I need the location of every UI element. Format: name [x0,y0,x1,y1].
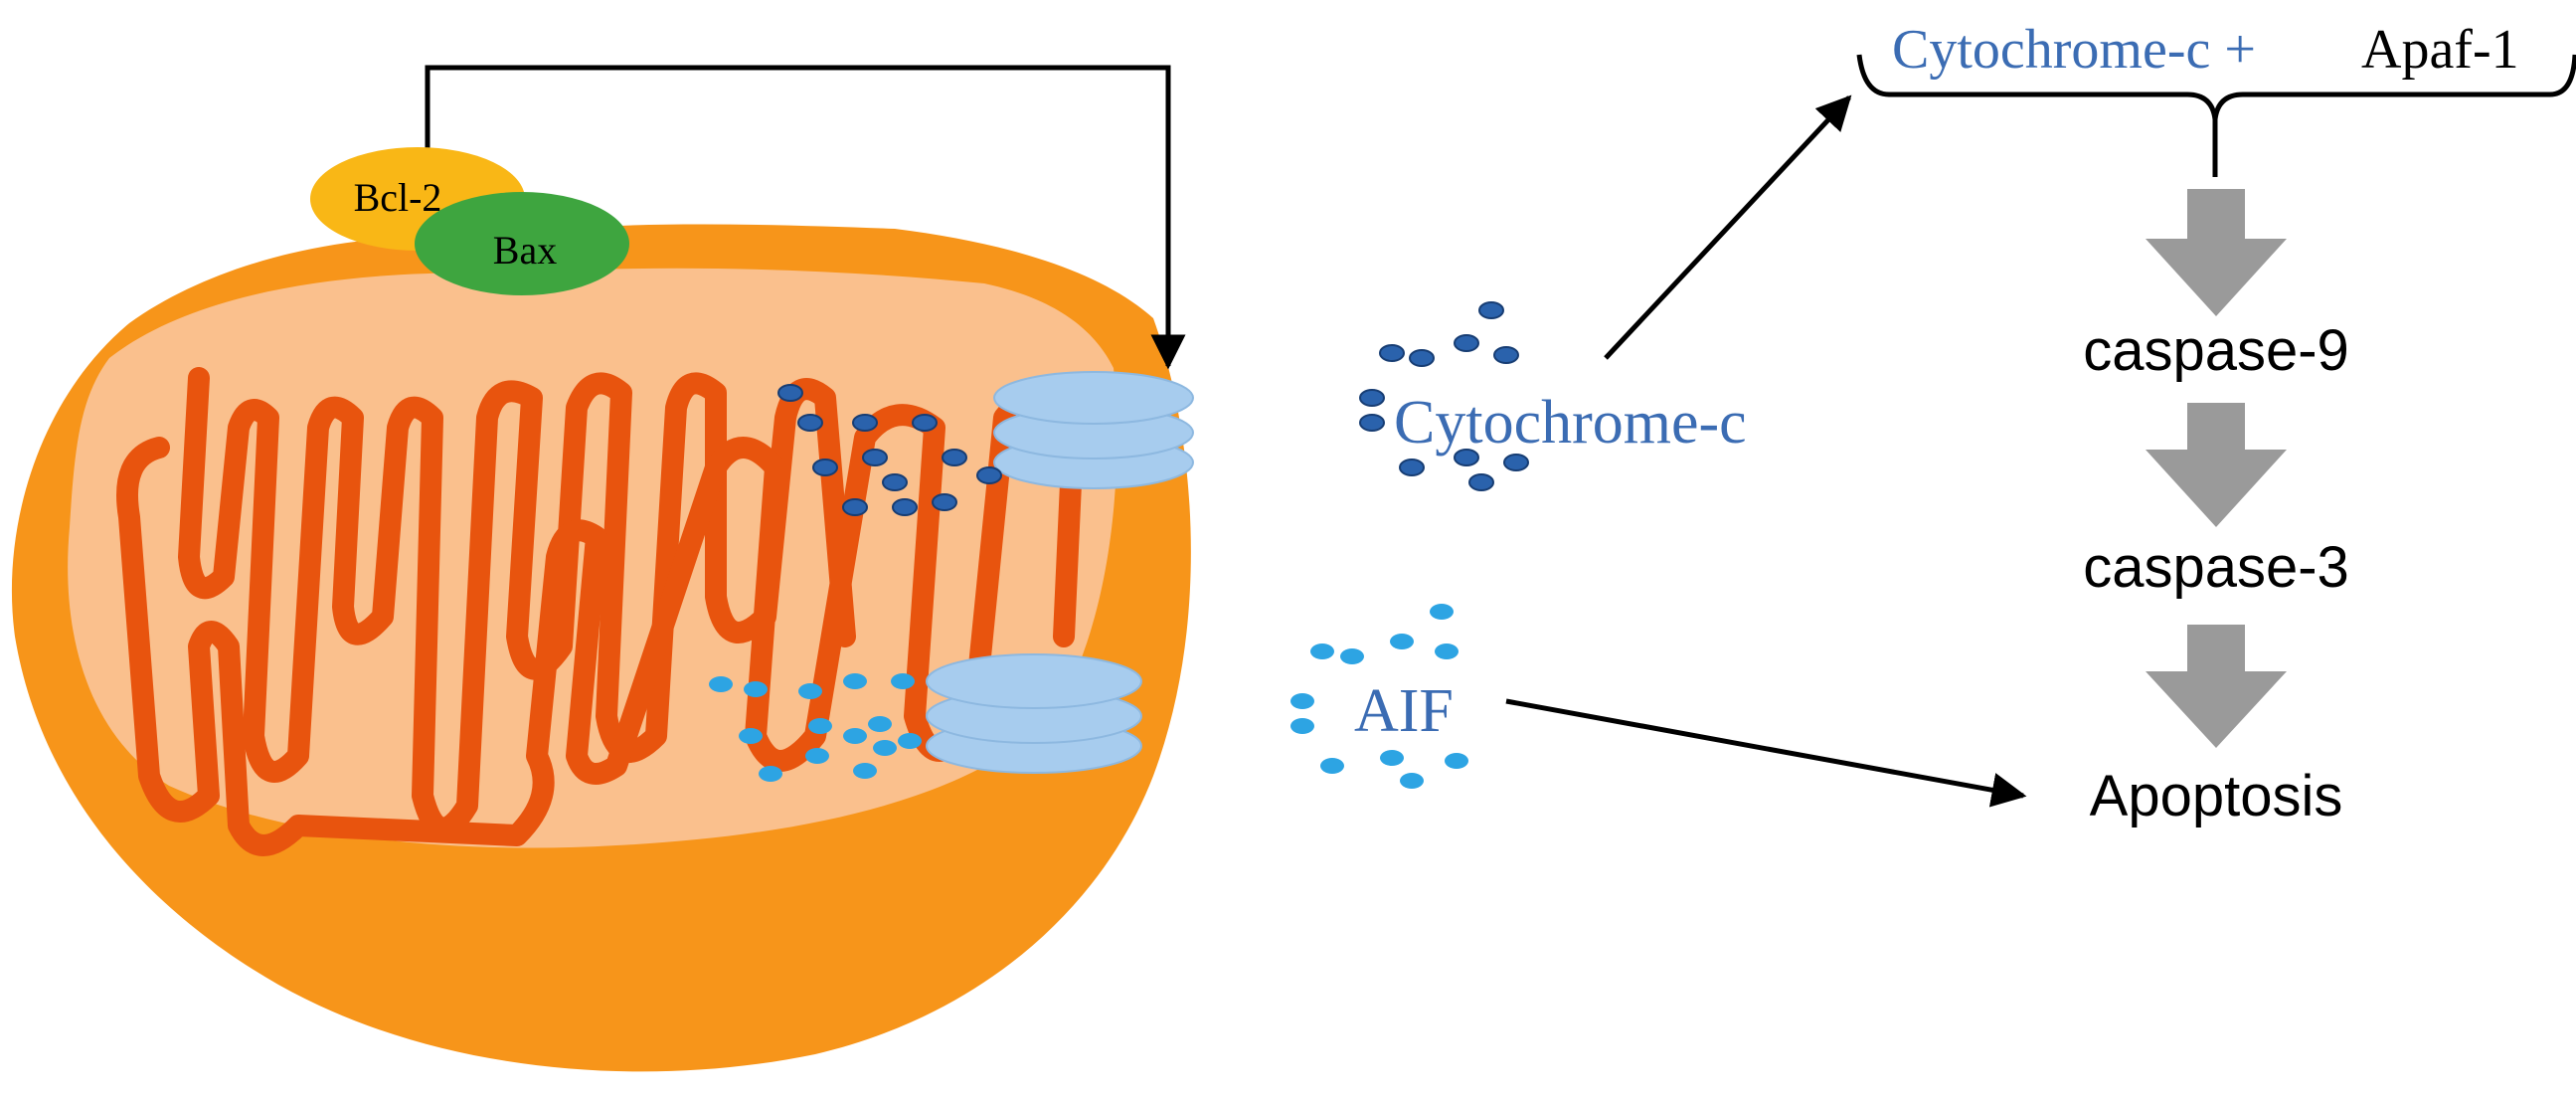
cytochrome-to-complex-arrow [1604,94,1852,360]
apoptosis-label: Apoptosis [2090,764,2343,828]
flow-arrow-2 [2146,403,2287,527]
mitochondrion-cristae-lower [116,387,1085,856]
flow-arrow-3 [2146,625,2287,748]
bcl2-label: Bcl-2 [354,175,442,220]
aif-pore [926,653,1142,774]
cytochrome-dots [777,301,1529,516]
complex-brace [1856,54,2576,177]
bax-protein [415,192,629,295]
aif-label: AIF [1354,677,1454,745]
mitochondrion-cristae [178,367,856,839]
cytochrome-c-label: Cytochrome-c [1394,389,1747,457]
aif-to-apoptosis-arrow [1505,698,2027,808]
caspase3-label: caspase-3 [2083,535,2349,600]
flow-arrow-1 [2146,189,2287,316]
bax-label: Bax [493,228,557,273]
caspase9-label: caspase-9 [2083,318,2349,383]
aif-dots [709,604,1468,789]
cytochrome-pore [993,371,1194,489]
feedback-arrow [425,65,1186,370]
complex-apaf-label: Apaf-1 [2361,19,2519,81]
complex-cytochrome-label: Cytochrome-c + [1892,19,2256,81]
